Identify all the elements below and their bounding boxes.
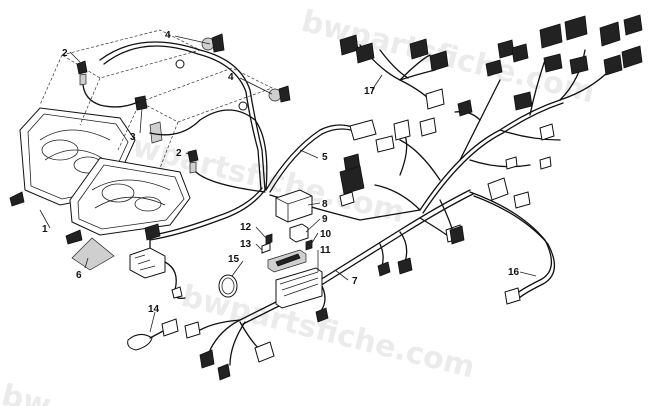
callout-10: 10 — [320, 229, 332, 240]
callout-15: 15 — [228, 254, 240, 265]
lens-cover — [71, 237, 115, 271]
extension-harness — [339, 34, 449, 110]
callout-4-upper: 4 — [165, 30, 171, 41]
watermark-bottom: bw — [0, 378, 54, 406]
callout-2-upper: 2 — [62, 48, 68, 59]
rear-harness — [469, 177, 555, 305]
callout-1: 1 — [42, 224, 48, 235]
socket-upper — [76, 60, 88, 86]
socket-3 — [134, 95, 163, 144]
callout-9: 9 — [322, 214, 328, 225]
bulb-lower — [238, 85, 291, 111]
callout-6: 6 — [76, 270, 82, 281]
bulb-upper — [175, 33, 225, 69]
callout-13: 13 — [240, 239, 252, 250]
callout-4-lower: 4 — [228, 72, 234, 83]
callout-leaders — [39, 35, 537, 333]
upper-right-connectors — [339, 14, 643, 245]
headlight-harness-wires — [82, 41, 268, 241]
callout-14: 14 — [148, 304, 160, 315]
callout-17: 17 — [364, 86, 376, 97]
upper-right-harness — [374, 49, 611, 239]
headlight-connector-left — [129, 223, 186, 299]
callout-labels: 1 2 2 3 4 4 5 6 7 8 9 10 11 12 13 14 15 … — [42, 30, 520, 315]
headlight-right — [65, 157, 191, 245]
callout-2-lower: 2 — [176, 148, 182, 159]
callout-16: 16 — [508, 267, 520, 278]
callout-12: 12 — [240, 222, 252, 233]
callout-11: 11 — [320, 245, 331, 256]
callout-3: 3 — [130, 132, 136, 143]
callout-7: 7 — [352, 276, 358, 287]
o-ring — [218, 274, 238, 298]
callout-8: 8 — [322, 199, 328, 210]
temperature-sensor — [127, 318, 179, 351]
electrical-modules — [261, 189, 323, 309]
callout-5: 5 — [322, 152, 328, 163]
